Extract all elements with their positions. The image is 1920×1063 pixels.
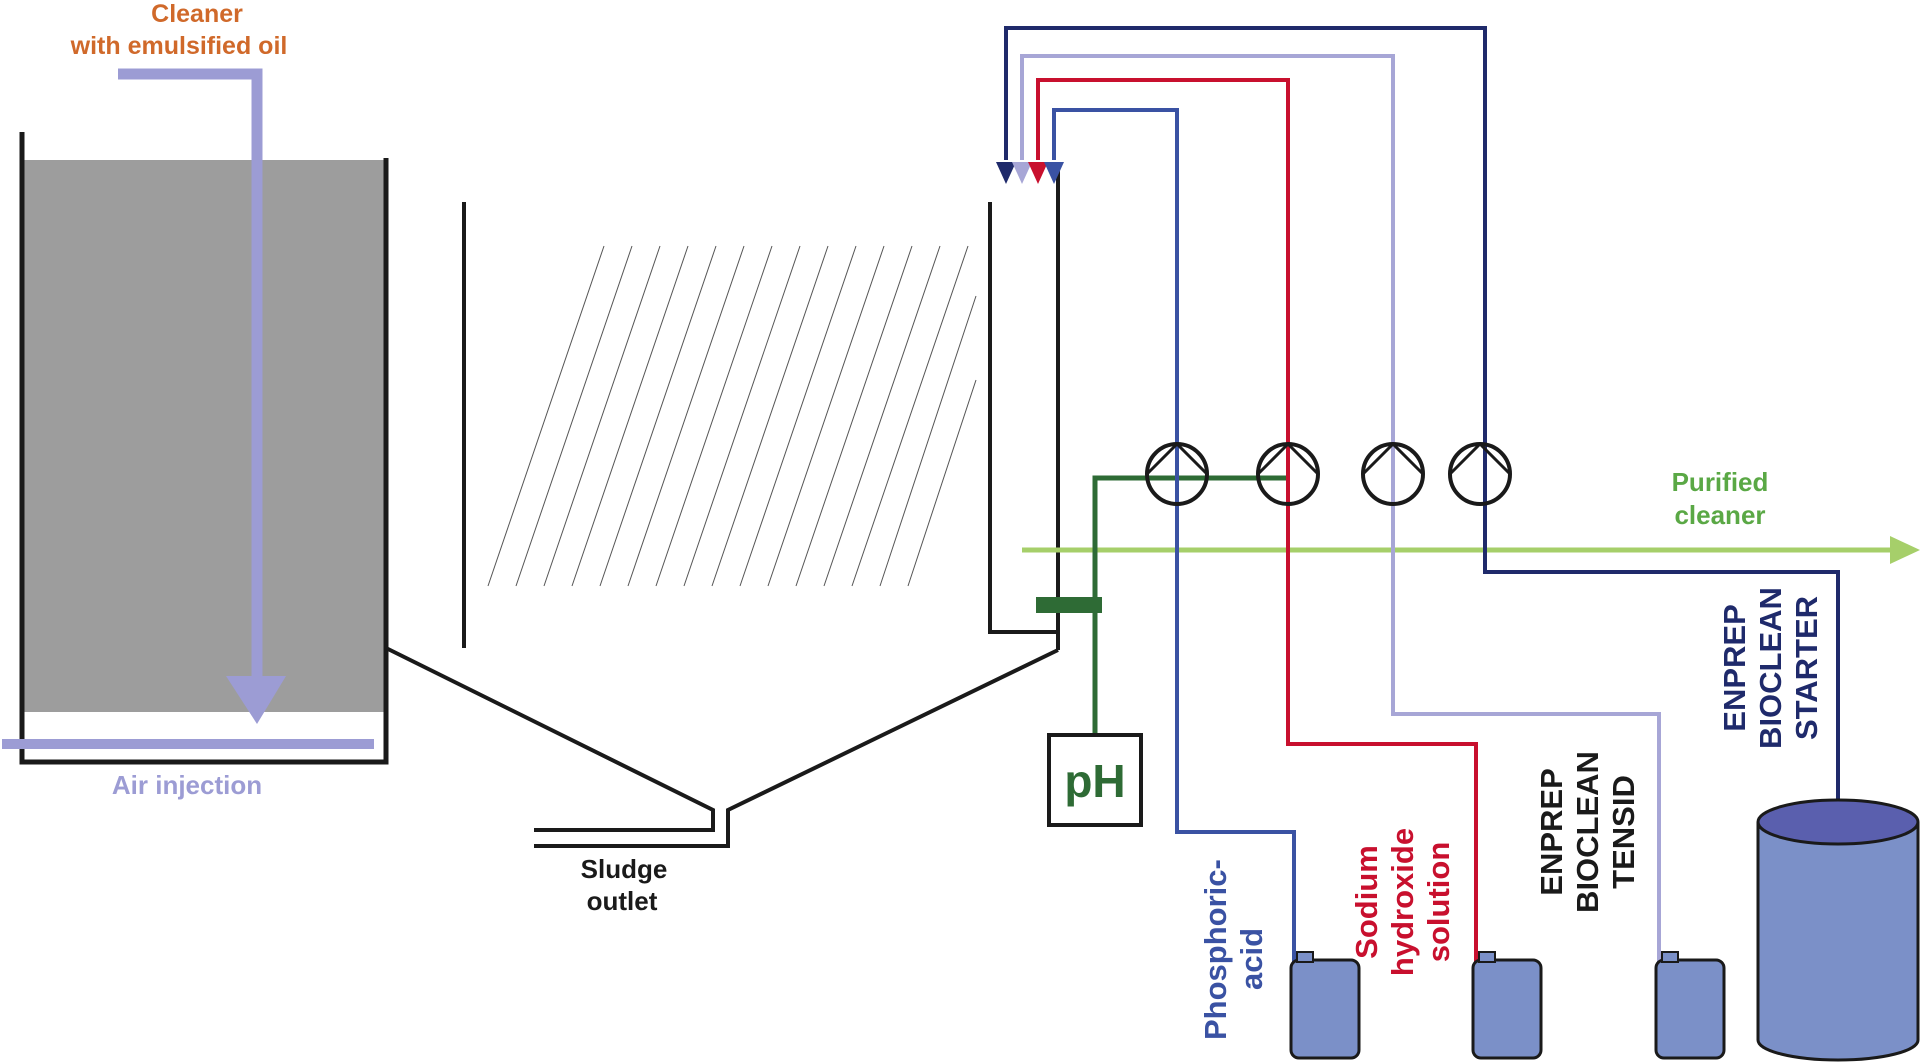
purified-cleaner-arrow — [1890, 536, 1920, 564]
phosphoric-injection-arrow — [1044, 162, 1064, 184]
inlet-pipe — [118, 68, 286, 724]
ph-control — [1036, 475, 1288, 827]
svg-text:solution: solution — [1421, 842, 1456, 963]
purified-cleaner-label-line1: Purified — [1672, 467, 1769, 497]
tensid-injection-arrow — [1012, 162, 1032, 184]
dosing-line-tensid — [1020, 54, 1661, 962]
dosing-line-phosphoric-acid — [1052, 108, 1296, 962]
ph-sensor-bar — [1036, 597, 1102, 613]
dosing-line-starter — [1004, 26, 1840, 822]
tank-wall — [19, 132, 389, 765]
lamella-plates — [487, 245, 977, 587]
sludge-outlet-label-line1: Sludge — [581, 854, 668, 884]
svg-text:acid: acid — [1234, 928, 1269, 990]
phosphoric-acid-canister — [1289, 951, 1361, 1060]
phosphoric-acid-label: Phosphoric- acid — [1198, 859, 1269, 1040]
dosing-pump-1 — [1145, 441, 1209, 506]
inlet-label-line2: with emulsified oil — [70, 32, 288, 60]
purified-cleaner-label-line2: cleaner — [1674, 500, 1765, 530]
dosing-pump-3 — [1361, 441, 1425, 506]
sodium-injection-arrow — [1028, 162, 1048, 184]
svg-text:BIOCLEAN: BIOCLEAN — [1570, 751, 1605, 913]
svg-text:TENSID: TENSID — [1606, 775, 1641, 889]
sodium-hydroxide-label: Sodium hydroxide solution — [1349, 828, 1456, 976]
air-injection-label: Air injection — [112, 770, 262, 800]
flotation-tank — [2, 132, 389, 765]
lamella-separator — [385, 170, 1060, 848]
dosing-pump-2 — [1256, 441, 1320, 506]
svg-text:Sodium: Sodium — [1349, 845, 1384, 959]
starter-injection-arrow — [996, 162, 1016, 184]
ph-controller-box — [1047, 733, 1143, 827]
svg-text:ENPREP: ENPREP — [1534, 768, 1569, 895]
tensid-label: ENPREP BIOCLEAN TENSID — [1534, 751, 1641, 913]
svg-text:STARTER: STARTER — [1789, 596, 1824, 740]
tensid-canister — [1654, 951, 1726, 1060]
dosing-pump-4 — [1448, 441, 1512, 506]
sludge-outlet-label-line2: outlet — [587, 886, 658, 916]
sodium-hydroxide-canister — [1471, 951, 1543, 1060]
svg-text:Phosphoric-: Phosphoric- — [1198, 859, 1233, 1040]
svg-text:BIOCLEAN: BIOCLEAN — [1753, 587, 1788, 749]
inlet-arrow-head — [226, 676, 286, 724]
ph-label: pH — [1064, 755, 1125, 807]
starter-label: ENPREP BIOCLEAN STARTER — [1717, 587, 1824, 749]
dosing-line-sodium-hydroxide — [1036, 78, 1478, 962]
tank-liquid — [22, 160, 384, 712]
svg-text:hydroxide: hydroxide — [1385, 828, 1420, 976]
svg-text:ENPREP: ENPREP — [1717, 604, 1752, 731]
inlet-label-line1: Cleaner — [151, 0, 243, 28]
air-injection-pipe — [2, 739, 374, 749]
starter-drum — [1756, 798, 1920, 1062]
